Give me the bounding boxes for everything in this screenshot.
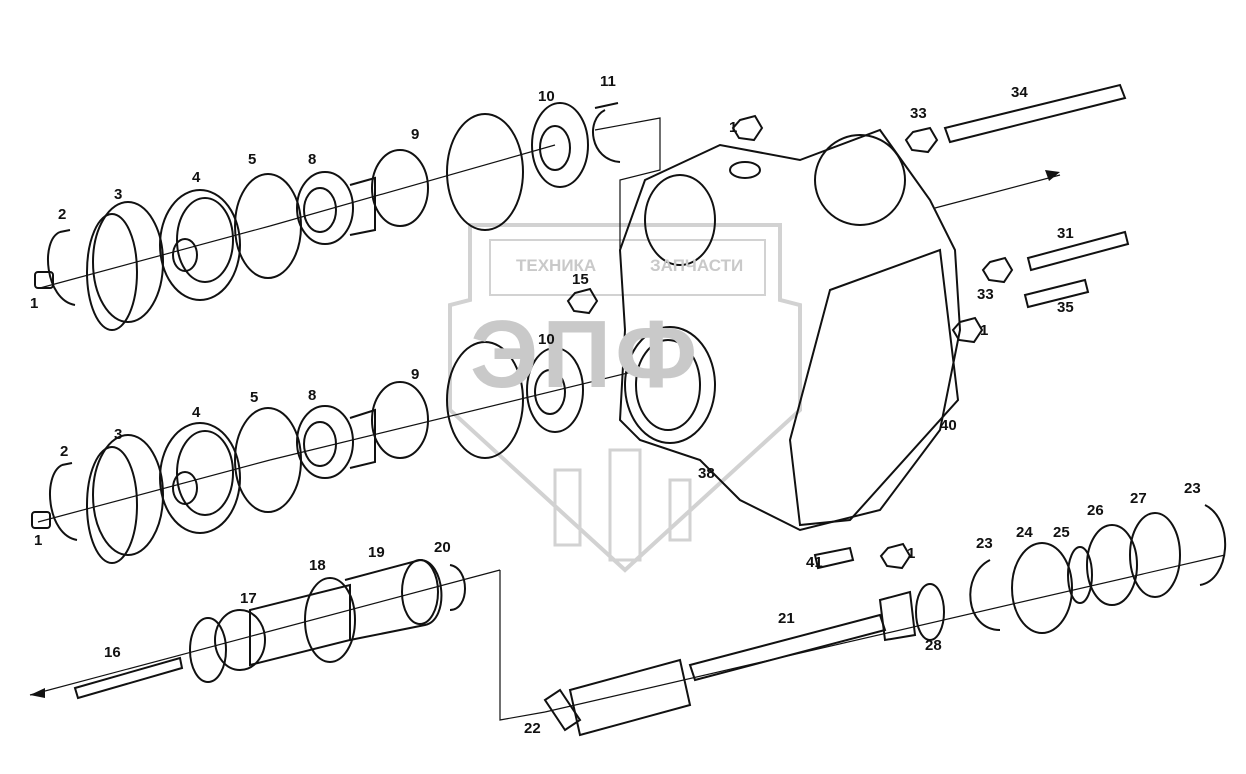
callout-4: 4: [192, 404, 201, 421]
callout-33: 33: [910, 105, 927, 122]
gearbox-housing: [618, 128, 962, 532]
callout-10: 10: [538, 88, 555, 105]
callout-15: 15: [572, 271, 589, 288]
callout-9: 9: [411, 366, 420, 383]
axis-lines: [29, 117, 1226, 721]
callout-18: 18: [309, 557, 326, 574]
callout-5: 5: [248, 151, 257, 168]
callout-3: 3: [114, 186, 123, 203]
callout-26: 26: [1087, 502, 1104, 519]
callout-1: 1: [907, 545, 916, 562]
callout-24: 24: [1016, 524, 1033, 541]
callout-23: 23: [976, 535, 993, 552]
output-shaft-assembly: [543, 504, 1226, 737]
callout-2: 2: [60, 443, 69, 460]
lower-shaft-assembly: [31, 341, 584, 564]
callout-19: 19: [368, 544, 385, 561]
callout-1: 1: [30, 295, 39, 312]
callout-31: 31: [1057, 225, 1074, 242]
callout-8: 8: [308, 151, 317, 168]
callout-17: 17: [240, 590, 257, 607]
callout-1: 1: [980, 322, 989, 339]
callout-27: 27: [1130, 490, 1147, 507]
upper-right-fasteners: [566, 83, 1130, 344]
callout-34: 34: [1011, 84, 1028, 101]
callout-35: 35: [1057, 299, 1074, 316]
callout-2: 2: [58, 206, 67, 223]
callout-3: 3: [114, 426, 123, 443]
callout-1: 1: [34, 532, 43, 549]
watermark-brand-left: ТЕХНИКА: [516, 256, 597, 275]
callout-23: 23: [1184, 480, 1201, 497]
callout-1: 1: [729, 119, 738, 136]
callout-40: 40: [940, 417, 957, 434]
callout-41: 41: [806, 554, 823, 571]
callout-20: 20: [434, 539, 451, 556]
callout-5: 5: [250, 389, 259, 406]
upper-shaft-assembly: [34, 102, 621, 331]
watermark-brand-right: ЗАПЧАСТИ: [650, 256, 744, 275]
watermark-letters: ЭПФ: [470, 301, 702, 408]
axis-arrows: [30, 170, 1060, 698]
callout-10: 10: [538, 331, 555, 348]
callout-33: 33: [977, 286, 994, 303]
callout-38: 38: [698, 465, 715, 482]
callout-21: 21: [778, 610, 795, 627]
callout-16: 16: [104, 644, 121, 661]
callout-9: 9: [411, 126, 420, 143]
callout-25: 25: [1053, 524, 1070, 541]
watermark-shield: [448, 223, 802, 573]
callout-22: 22: [524, 720, 541, 737]
callout-8: 8: [308, 387, 317, 404]
pinion-assembly: [73, 558, 466, 700]
callout-28: 28: [925, 637, 942, 654]
callout-4: 4: [192, 169, 201, 186]
callout-11: 11: [600, 73, 616, 90]
